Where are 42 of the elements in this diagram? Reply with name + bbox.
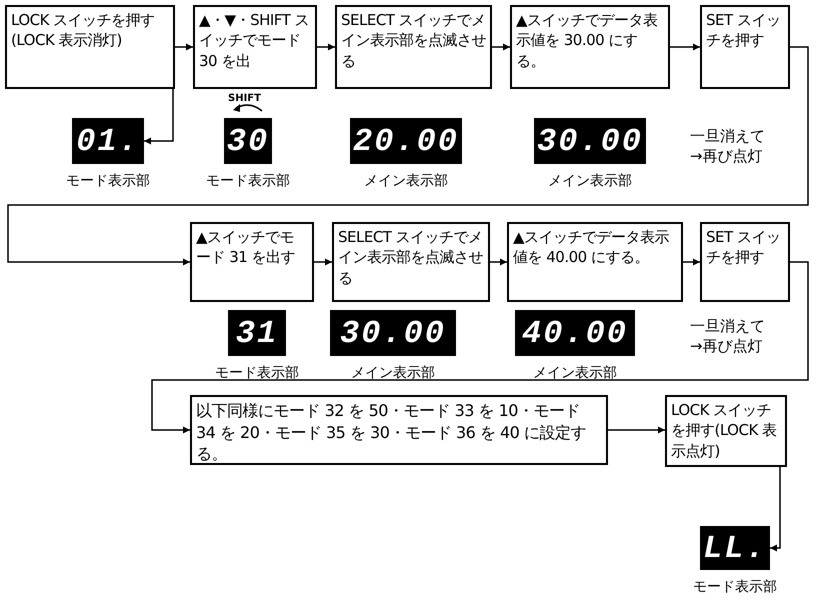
step-box: 以下同様にモード 32 を 50・モード 33 を 10・モード 34 を 20・モード 35 を 30・モード 36 を 40 に設定する。: [190, 395, 608, 465]
step-box: ▲スイッチでデータ表示値を 40.00 にする。: [507, 222, 683, 302]
step-box: LOCK スイッチを押す(LOCK 表示点灯): [665, 395, 787, 467]
segment-display: 01.: [72, 118, 144, 164]
arrow: [7, 46, 809, 266]
note-text: 一旦消えて→再び点灯: [690, 126, 766, 166]
arrow: [490, 258, 507, 266]
segment-display: 40.00: [515, 310, 635, 356]
key-label: SHIFT: [228, 93, 261, 104]
arrow: [770, 467, 781, 552]
display-caption: メイン表示部: [351, 364, 435, 382]
step-box: SET スイッチを押す: [700, 222, 790, 302]
arrow: [608, 426, 665, 434]
segment-display: 20.00: [350, 118, 462, 164]
step-box: ▲スイッチでデータ表示値を 30.00 にする。: [510, 5, 670, 89]
arrow: [144, 89, 174, 144]
arrow: [151, 261, 809, 434]
step-box: SELECT スイッチでメイン表示部を点滅させる: [332, 222, 490, 302]
step-box: ▲スイッチでモード 31 を出す: [190, 222, 314, 302]
step-box: LOCK スイッチを押す(LOCK 表示消灯): [5, 5, 175, 89]
display-caption: モード表示部: [206, 172, 290, 190]
segment-display: 30.00: [330, 310, 456, 356]
note-text: 一旦消えて→再び点灯: [690, 316, 766, 356]
display-caption: メイン表示部: [548, 172, 632, 190]
display-caption: メイン表示部: [533, 364, 617, 382]
segment-display: LL.: [700, 526, 770, 570]
segment-display: 30: [224, 118, 272, 164]
segment-display: 31: [228, 310, 286, 356]
step-box: ▲・▼・SHIFT スイッチでモード 30 を出: [193, 5, 317, 89]
arrow: [492, 44, 510, 50]
display-caption: メイン表示部: [364, 172, 448, 190]
step-box: SELECT スイッチでメイン表示部を点滅させる: [335, 5, 492, 89]
display-caption: モード表示部: [66, 172, 150, 190]
arrow: [314, 258, 332, 266]
arrow: [670, 44, 700, 50]
arrow: [683, 258, 700, 266]
arrow: [175, 44, 193, 50]
display-caption: モード表示部: [693, 578, 777, 596]
display-caption: モード表示部: [215, 364, 299, 382]
segment-display: 30.00: [534, 118, 646, 164]
step-box: SET スイッチを押す: [700, 5, 790, 89]
arrow: [317, 44, 335, 50]
